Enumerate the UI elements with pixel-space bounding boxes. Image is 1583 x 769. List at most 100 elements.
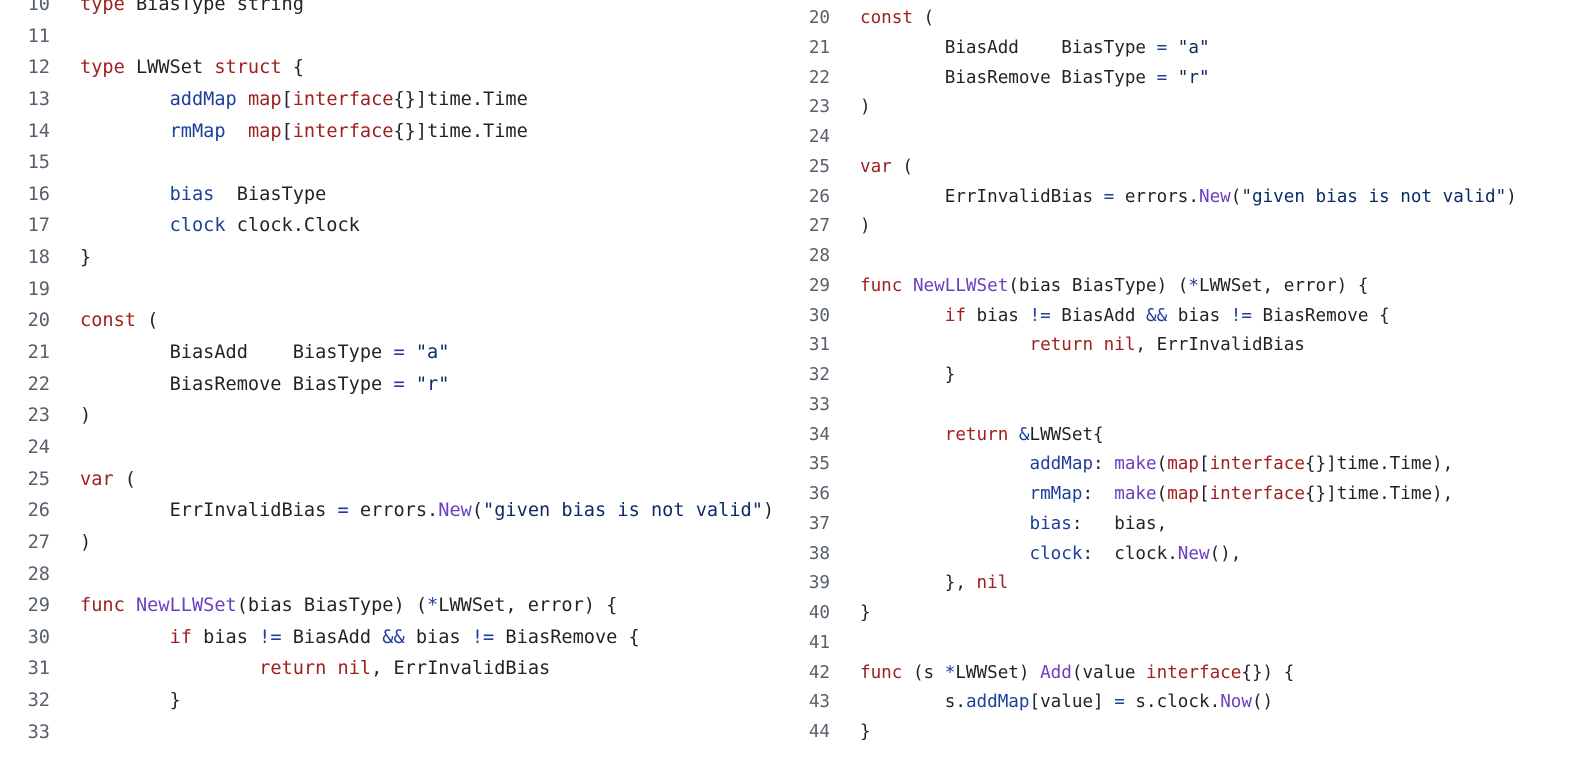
code-text: if bias != BiasAdd && bias != BiasRemove… bbox=[860, 302, 1390, 332]
line-number[interactable]: 23 bbox=[27, 405, 50, 427]
line-number[interactable]: 29 bbox=[27, 595, 50, 617]
code-token bbox=[860, 514, 1029, 534]
keyword-token: nil bbox=[1103, 335, 1136, 356]
line-number[interactable]: 11 bbox=[27, 25, 50, 47]
line-number[interactable]: 26 bbox=[27, 500, 50, 522]
line-number[interactable]: 19 bbox=[27, 278, 50, 300]
code-token bbox=[80, 184, 170, 205]
line-number[interactable]: 37 bbox=[808, 513, 830, 534]
line-number[interactable]: 20 bbox=[27, 310, 50, 332]
keyword-token: type bbox=[80, 0, 125, 15]
code-line: 22 BiasRemove BiasType = "r" bbox=[790, 64, 1583, 94]
code-text: var ( bbox=[860, 153, 913, 183]
line-number[interactable]: 39 bbox=[808, 573, 830, 594]
code-line: 44} bbox=[790, 718, 1583, 748]
line-number[interactable]: 32 bbox=[27, 690, 50, 712]
line-number[interactable]: 28 bbox=[27, 563, 50, 585]
identifier-token: * bbox=[944, 662, 956, 683]
code-token bbox=[860, 425, 945, 445]
identifier-token: = bbox=[393, 342, 405, 364]
line-number[interactable]: 30 bbox=[27, 626, 50, 648]
code-text: bias: bias, bbox=[860, 510, 1167, 540]
line-number[interactable]: 21 bbox=[808, 37, 830, 58]
code-token: {}]time.Time bbox=[393, 120, 528, 142]
line-number[interactable]: 41 bbox=[808, 632, 830, 653]
keyword-token: interface bbox=[1146, 662, 1242, 683]
code-token bbox=[860, 335, 1029, 355]
line-number[interactable]: 24 bbox=[808, 127, 830, 147]
line-number[interactable]: 21 bbox=[27, 342, 50, 364]
line-number[interactable]: 25 bbox=[27, 468, 50, 490]
code-token: } bbox=[860, 603, 871, 623]
code-token: ) bbox=[860, 97, 871, 118]
function-token: New bbox=[438, 500, 472, 522]
line-number[interactable]: 30 bbox=[808, 305, 830, 326]
identifier-token: addMap bbox=[1029, 454, 1094, 475]
identifier-token: != bbox=[1230, 305, 1252, 326]
code-line: 33 bbox=[790, 391, 1583, 421]
line-number[interactable]: 25 bbox=[808, 156, 830, 177]
line-number[interactable]: 42 bbox=[808, 662, 830, 683]
line-number[interactable]: 13 bbox=[27, 88, 50, 110]
line-number[interactable]: 14 bbox=[27, 120, 50, 142]
line-number[interactable]: 27 bbox=[808, 216, 830, 237]
line-number[interactable]: 43 bbox=[808, 692, 830, 713]
line-number[interactable]: 31 bbox=[27, 658, 50, 680]
code-token: BiasAdd BiasType bbox=[860, 37, 1157, 58]
identifier-token: = bbox=[1156, 37, 1168, 58]
code-line: 24 bbox=[790, 123, 1583, 153]
line-number[interactable]: 40 bbox=[808, 603, 830, 623]
code-line: 25 var ( bbox=[0, 464, 771, 496]
line-number[interactable]: 28 bbox=[808, 246, 830, 266]
line-number[interactable]: 35 bbox=[808, 454, 830, 475]
line-number[interactable]: 34 bbox=[808, 424, 830, 445]
string-token: "r" bbox=[1177, 67, 1210, 88]
keyword-token: func bbox=[860, 662, 903, 683]
line-number[interactable]: 15 bbox=[27, 152, 50, 174]
code-line: 41 bbox=[790, 629, 1583, 659]
code-text: BiasAdd BiasType = "a" bbox=[80, 337, 450, 369]
line-number[interactable]: 29 bbox=[808, 275, 830, 296]
code-line: 22 BiasRemove BiasType = "r" bbox=[0, 369, 771, 401]
line-number[interactable]: 18 bbox=[27, 247, 50, 269]
line-number[interactable]: 10 bbox=[27, 0, 50, 15]
line-number[interactable]: 26 bbox=[808, 186, 830, 207]
line-number[interactable]: 23 bbox=[808, 97, 830, 118]
keyword-token: return bbox=[1029, 335, 1094, 356]
keyword-token: var bbox=[80, 468, 114, 490]
line-number[interactable]: 22 bbox=[808, 67, 830, 88]
line-number[interactable]: 38 bbox=[808, 543, 830, 564]
line-number[interactable]: 17 bbox=[27, 215, 50, 237]
keyword-token: map bbox=[247, 88, 282, 110]
code-line: 32 } bbox=[0, 685, 771, 717]
code-text: if bias != BiasAdd && bias != BiasRemove… bbox=[80, 622, 640, 654]
code-token: [ bbox=[281, 120, 293, 142]
line-number[interactable]: 24 bbox=[27, 436, 50, 458]
code-line: 35 addMap: make(map[interface{}]time.Tim… bbox=[790, 450, 1583, 480]
line-number[interactable]: 33 bbox=[808, 394, 830, 415]
line-number[interactable]: 12 bbox=[27, 57, 50, 79]
code-token bbox=[902, 276, 913, 296]
code-token: ( bbox=[113, 468, 136, 490]
line-number[interactable]: 33 bbox=[27, 721, 50, 743]
code-token: ) bbox=[763, 500, 771, 521]
line-number[interactable]: 36 bbox=[808, 484, 830, 504]
keyword-token: interface bbox=[292, 88, 394, 110]
code-line: 39 }, nil bbox=[790, 569, 1583, 599]
line-number[interactable]: 31 bbox=[808, 335, 830, 356]
code-token: {}]time.Time), bbox=[1304, 454, 1454, 475]
line-number[interactable]: 27 bbox=[27, 531, 50, 553]
code-token: } bbox=[80, 247, 92, 269]
identifier-token: rmMap bbox=[169, 120, 226, 142]
code-token: : bias, bbox=[1071, 513, 1168, 534]
code-line: 32 } bbox=[790, 361, 1583, 391]
line-number[interactable]: 44 bbox=[808, 722, 830, 742]
line-number[interactable]: 22 bbox=[27, 373, 50, 395]
code-token: BiasAdd BiasType bbox=[80, 342, 394, 364]
line-number[interactable]: 32 bbox=[808, 365, 830, 385]
code-token: (s bbox=[902, 662, 945, 683]
line-number[interactable]: 16 bbox=[27, 183, 50, 205]
line-number[interactable]: 20 bbox=[808, 8, 830, 28]
